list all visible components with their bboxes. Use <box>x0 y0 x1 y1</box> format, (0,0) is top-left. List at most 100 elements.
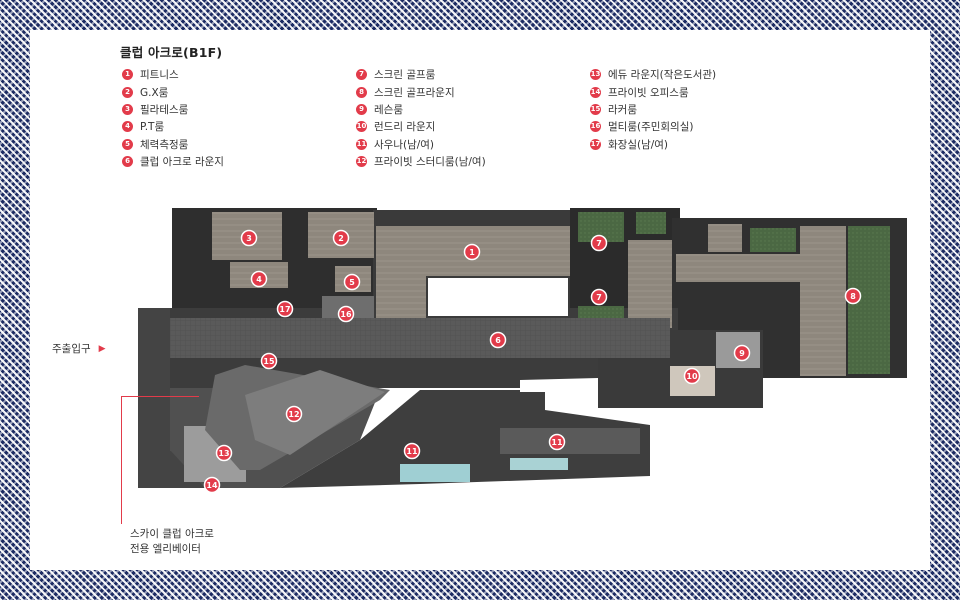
legend-number-badge: 5 <box>122 138 133 150</box>
map-marker-3: 3 <box>240 229 258 247</box>
map-marker-13: 13 <box>215 444 233 462</box>
marker-number: 10 <box>686 372 698 381</box>
map-marker-9: 9 <box>733 344 751 362</box>
map-marker-6: 6 <box>489 331 507 349</box>
legend-item: 9 레슨룸 <box>356 101 486 118</box>
legend-item: 14 프라이빗 오피스룸 <box>590 83 716 100</box>
legend-item: 16 멀티룸(주민회의실) <box>590 118 716 135</box>
elevator-label: 스카이 클럽 아크로 전용 엘리베이터 <box>130 527 214 557</box>
map-marker-8: 8 <box>844 287 862 305</box>
marker-number: 5 <box>349 278 355 287</box>
legend-number-badge: 4 <box>122 121 133 133</box>
legend-label: 스크린 골프라운지 <box>374 86 455 99</box>
legend-label: 피트니스 <box>140 69 179 82</box>
marker-number: 12 <box>288 410 299 419</box>
legend-number-badge: 2 <box>122 86 133 98</box>
map-marker-11-right: 11 <box>548 433 566 451</box>
marker-number: 15 <box>263 357 275 366</box>
legend-column-2: 7 스크린 골프룸 8 스크린 골프라운지 9 레슨룸 10 런드리 라운지 11 사우나… <box>356 66 486 170</box>
legend-number-badge: 12 <box>356 156 367 168</box>
marker-number: 2 <box>338 234 344 243</box>
map-marker-11-left: 11 <box>403 442 421 460</box>
map-marker-7-top: 7 <box>590 234 608 252</box>
legend-label: 라커룸 <box>608 103 637 116</box>
legend-number-badge: 9 <box>356 103 367 115</box>
legend-number-badge: 6 <box>122 156 133 168</box>
legend-number-badge: 10 <box>356 121 367 133</box>
legend-label: G.X룸 <box>140 86 169 99</box>
elevator-label-line1: 스카이 클럽 아크로 <box>130 528 214 540</box>
legend-label: 프라이빗 오피스룸 <box>608 86 689 99</box>
elevator-leader-line <box>121 396 122 524</box>
legend-item: 13 에듀 라운지(작은도서관) <box>590 66 716 83</box>
marker-number: 7 <box>596 239 602 248</box>
legend-label: P.T룸 <box>140 121 165 134</box>
arrow-right-icon: ▶ <box>98 343 106 354</box>
legend-item: 8 스크린 골프라운지 <box>356 83 486 100</box>
legend-item: 4 P.T룸 <box>122 118 224 135</box>
map-marker-7-bottom: 7 <box>590 288 608 306</box>
legend-label: 에듀 라운지(작은도서관) <box>608 69 717 82</box>
map-marker-1: 1 <box>463 243 481 261</box>
map-marker-5: 5 <box>343 273 361 291</box>
marker-number: 16 <box>340 310 352 319</box>
legend-number-badge: 7 <box>356 69 367 81</box>
marker-number: 8 <box>850 292 856 301</box>
legend-item: 7 스크린 골프룸 <box>356 66 486 83</box>
entrance-text: 주출입구 <box>52 343 91 355</box>
main-entrance-label: 주출입구 ▶ <box>52 341 106 356</box>
legend-number-badge: 11 <box>356 138 367 150</box>
map-marker-12: 12 <box>285 405 303 423</box>
legend-number-badge: 8 <box>356 86 367 98</box>
legend-item: 10 런드리 라운지 <box>356 118 486 135</box>
legend-number-badge: 1 <box>122 69 133 81</box>
legend-label: 런드리 라운지 <box>374 121 436 134</box>
legend-item: 6 클럽 아크로 라운지 <box>122 153 224 170</box>
legend-number-badge: 13 <box>590 69 601 81</box>
courtyard <box>428 278 598 408</box>
legend-item: 1 피트니스 <box>122 66 224 83</box>
marker-number: 4 <box>256 275 262 284</box>
legend-number-badge: 17 <box>590 138 601 150</box>
legend-number-badge: 14 <box>590 86 601 98</box>
marker-number: 11 <box>551 438 563 447</box>
map-marker-14: 14 <box>203 476 221 494</box>
marker-number: 11 <box>406 447 418 456</box>
legend-label: 사우나(남/여) <box>374 138 435 151</box>
map-marker-16: 16 <box>337 305 355 323</box>
map-marker-10: 10 <box>683 367 701 385</box>
marker-number: 13 <box>218 449 229 458</box>
marker-number: 7 <box>596 293 602 302</box>
legend-item: 17 화장실(남/여) <box>590 136 716 153</box>
legend-item: 12 프라이빗 스터디룸(남/여) <box>356 153 486 170</box>
legend-item: 11 사우나(남/여) <box>356 136 486 153</box>
elevator-leader-line-h <box>121 396 199 397</box>
legend-label: 스크린 골프룸 <box>374 69 436 82</box>
legend-label: 프라이빗 스터디룸(남/여) <box>374 156 486 169</box>
legend-item: 2 G.X룸 <box>122 83 224 100</box>
legend-item: 5 체력측정룸 <box>122 136 224 153</box>
marker-number: 14 <box>206 481 218 490</box>
map-marker-15: 15 <box>260 352 278 370</box>
map-marker-2: 2 <box>332 229 350 247</box>
marker-number: 6 <box>495 336 501 345</box>
elevator-label-line2: 전용 엘리베이터 <box>130 543 201 555</box>
marker-number: 3 <box>246 234 252 243</box>
map-marker-17: 17 <box>276 300 294 318</box>
marker-number: 9 <box>739 349 745 358</box>
legend-label: 레슨룸 <box>374 103 403 116</box>
legend-label: 멀티룸(주민회의실) <box>608 121 694 134</box>
legend-label: 화장실(남/여) <box>608 138 669 151</box>
legend-label: 필라테스룸 <box>140 103 189 116</box>
marker-number: 1 <box>469 248 475 257</box>
legend-number-badge: 16 <box>590 121 601 133</box>
legend-label: 클럽 아크로 라운지 <box>140 156 224 169</box>
legend-label: 체력측정룸 <box>140 138 189 151</box>
map-title: 클럽 아크로(B1F) <box>120 45 223 60</box>
map-marker-4: 4 <box>250 270 268 288</box>
